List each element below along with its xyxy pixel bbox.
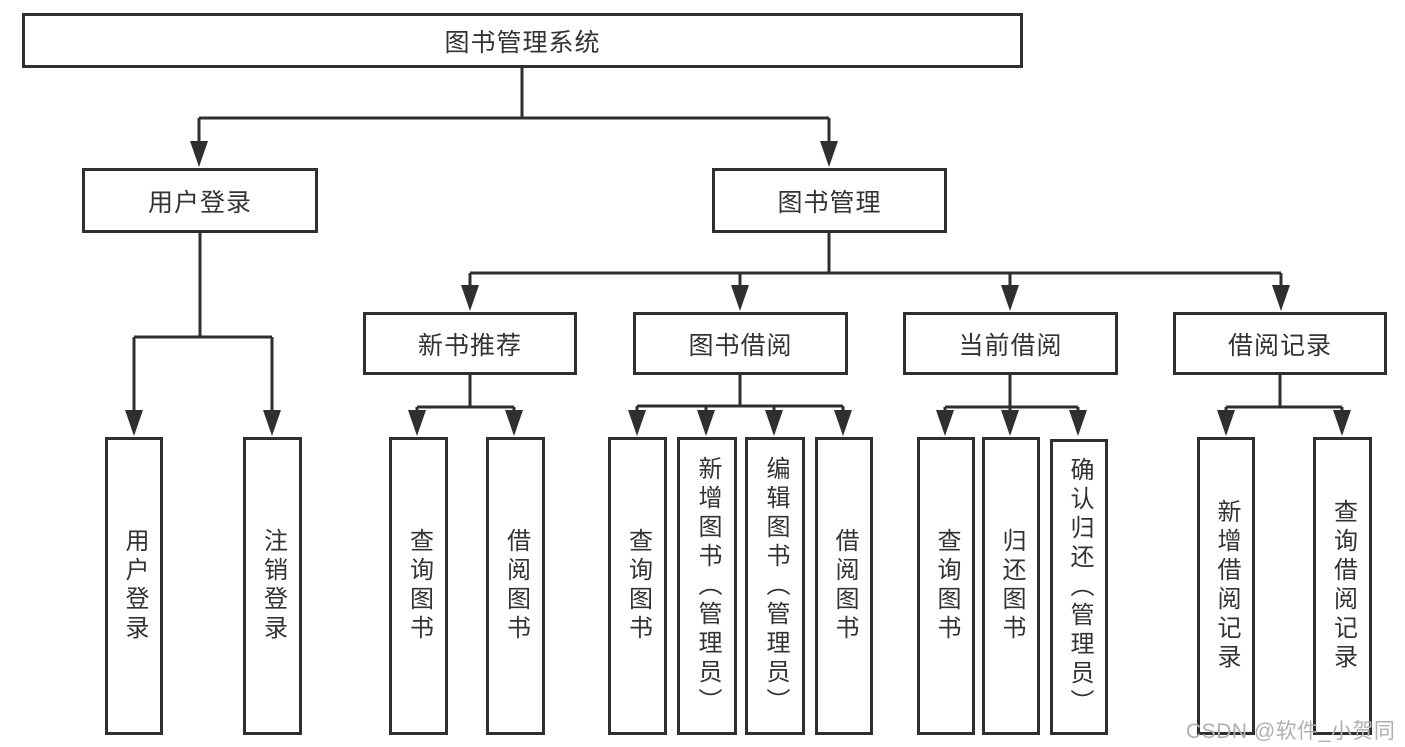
arrowhead-new-book-recommend [461,285,479,311]
arrowhead-recommend-borrow [505,410,523,436]
leaf-borrow-query: 查询图书 [608,437,667,735]
node-current-borrow: 当前借阅 [903,312,1118,375]
leaf-current-confirm-label: 确认归还（管理员） [1066,456,1093,718]
leaf-user-login: 用户登录 [105,437,163,735]
connector-user-login-branch [132,233,274,416]
connector-borrow-branch [635,375,845,416]
leaf-recommend-query: 查询图书 [389,437,448,735]
arrowhead-current-return [1001,410,1019,436]
leaf-records-add-label: 新增借阅记录 [1213,499,1240,673]
leaf-borrow-borrow-label: 借阅图书 [831,528,858,644]
csdn-watermark: CSDN @软件_小贺同学 [1186,720,1396,743]
leaf-recommend-query-label: 查询图书 [405,528,433,644]
leaf-borrow-edit-label: 编辑图书（管理员） [762,455,789,717]
arrowhead-current-confirm [1069,410,1087,436]
node-borrow-records: 借阅记录 [1173,312,1387,375]
connector-book-mgmt-to-level3 [468,233,1283,290]
arrowhead-book-mgmt [820,141,838,167]
leaf-borrow-edit: 编辑图书（管理员） [745,437,805,735]
arrowhead-borrow-query [628,410,646,436]
leaf-borrow-add: 新增图书（管理员） [677,437,737,735]
leaf-borrow-borrow: 借阅图书 [815,437,873,735]
leaf-current-query: 查询图书 [917,437,975,735]
connector-records-branch [1224,375,1344,416]
arrowhead-book-borrow [731,285,749,311]
arrowhead-current-borrow [1001,285,1019,311]
leaf-current-return: 归还图书 [982,437,1040,735]
arrowhead-borrow-borrow [834,410,852,436]
node-new-book-recommend: 新书推荐 [363,312,577,375]
leaf-current-confirm: 确认归还（管理员） [1050,439,1108,735]
leaf-borrow-add-label: 新增图书（管理员） [694,455,721,717]
leaf-logout: 注销登录 [243,437,302,735]
node-book-borrow: 图书借阅 [633,312,848,375]
leaf-recommend-borrow: 借阅图书 [486,437,545,735]
node-root: 图书管理系统 [22,13,1023,68]
connector-current-branch [943,375,1080,416]
connector-recommend-branch [415,375,516,416]
arrowhead-records-query [1333,410,1351,436]
leaf-logout-label: 注销登录 [259,528,287,644]
connector-root-to-level2 [197,68,831,146]
arrowhead-borrow-records [1272,285,1290,311]
arrowhead-borrow-edit [765,410,783,436]
leaf-current-return-label: 归还图书 [998,528,1025,644]
leaf-user-login-label: 用户登录 [121,528,148,644]
arrowhead-recommend-query [408,410,426,436]
leaf-records-add: 新增借阅记录 [1197,437,1255,735]
arrowhead-records-add [1217,410,1235,436]
node-book-mgmt: 图书管理 [712,168,947,233]
arrowhead-leaf-logout [263,410,281,436]
arrowhead-borrow-add [697,410,715,436]
node-user-login: 用户登录 [82,168,318,233]
leaf-borrow-query-label: 查询图书 [624,528,652,644]
leaf-recommend-borrow-label: 借阅图书 [502,528,530,644]
arrowhead-user-login [190,141,208,167]
leaf-records-query: 查询借阅记录 [1313,437,1372,735]
leaf-current-query-label: 查询图书 [933,528,960,644]
arrowhead-current-query [936,410,954,436]
leaf-records-query-label: 查询借阅记录 [1329,499,1357,673]
arrowhead-leaf-user-login [125,410,143,436]
